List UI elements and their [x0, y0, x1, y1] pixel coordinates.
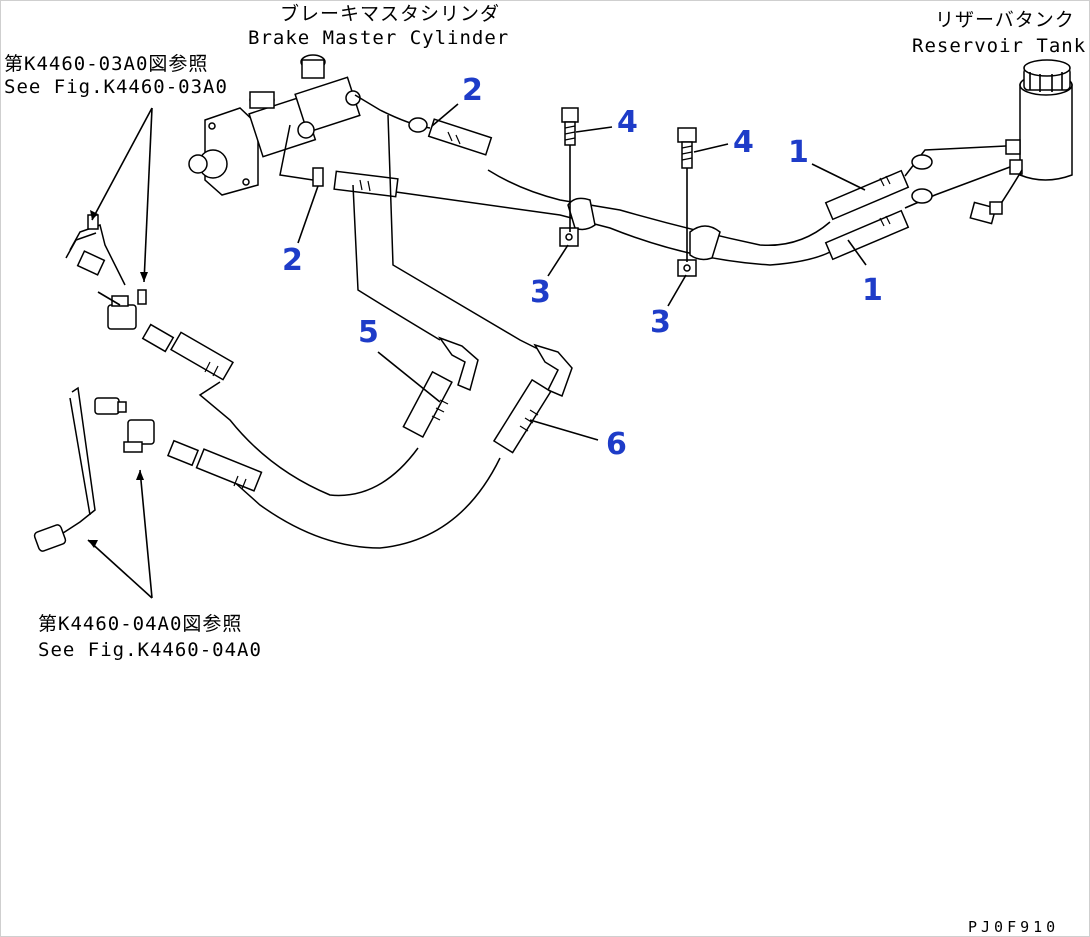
callout-1-lower: 1 [862, 273, 883, 308]
clamp-3-left [559, 197, 596, 247]
hose-5-end-fitting [141, 323, 235, 381]
callout-2-upper: 2 [462, 73, 483, 108]
brake-master-jp-label: ブレーキマスタシリンダ [280, 2, 500, 25]
ref-top-jp-label: 第K4460-03A0図参照 [4, 53, 208, 75]
ref-top-en-label: See Fig.K4460-03A0 [4, 76, 228, 98]
reservoir-en-label: Reservoir Tank [912, 35, 1086, 57]
callout-numbers: 1 1 2 2 3 3 4 4 5 6 [282, 73, 883, 462]
bolt-4-right [677, 127, 697, 262]
hose-5 [402, 336, 479, 438]
callout-leaders [297, 103, 867, 441]
callout-3-right: 3 [650, 305, 671, 340]
hose-2-lower [312, 167, 399, 198]
hose-1-upper [824, 169, 910, 221]
brake-master-cylinder [188, 54, 361, 196]
callout-3-left: 3 [530, 275, 551, 310]
bolt-4-left [561, 107, 579, 232]
callout-4-right: 4 [733, 125, 754, 160]
clamp-3-right [677, 225, 721, 277]
ref-04a0-parts [33, 386, 155, 599]
hose-6-end-fitting [166, 439, 263, 492]
drawing-code: PJ0F910 [968, 918, 1059, 936]
ref-03a0-parts [65, 107, 153, 330]
ref-bottom-jp-label: 第K4460-04A0図参照 [38, 613, 242, 635]
ref-bottom-en-label: See Fig.K4460-04A0 [38, 639, 262, 661]
callout-1-upper: 1 [788, 135, 809, 170]
reservoir-jp-label: リザーバタンク [935, 9, 1075, 31]
callout-6: 6 [606, 427, 627, 462]
brake-master-en-label: Brake Master Cylinder [248, 27, 509, 49]
callout-2-lower: 2 [282, 243, 303, 278]
callout-4-left: 4 [617, 105, 638, 140]
hose-6 [492, 343, 573, 454]
hose-2-upper [408, 117, 493, 156]
callout-5: 5 [358, 315, 379, 350]
hose-1-lower [824, 209, 910, 261]
reservoir-tank [969, 59, 1073, 225]
hose-clamp-lower [911, 188, 933, 204]
hose-clamp-upper [911, 154, 933, 170]
